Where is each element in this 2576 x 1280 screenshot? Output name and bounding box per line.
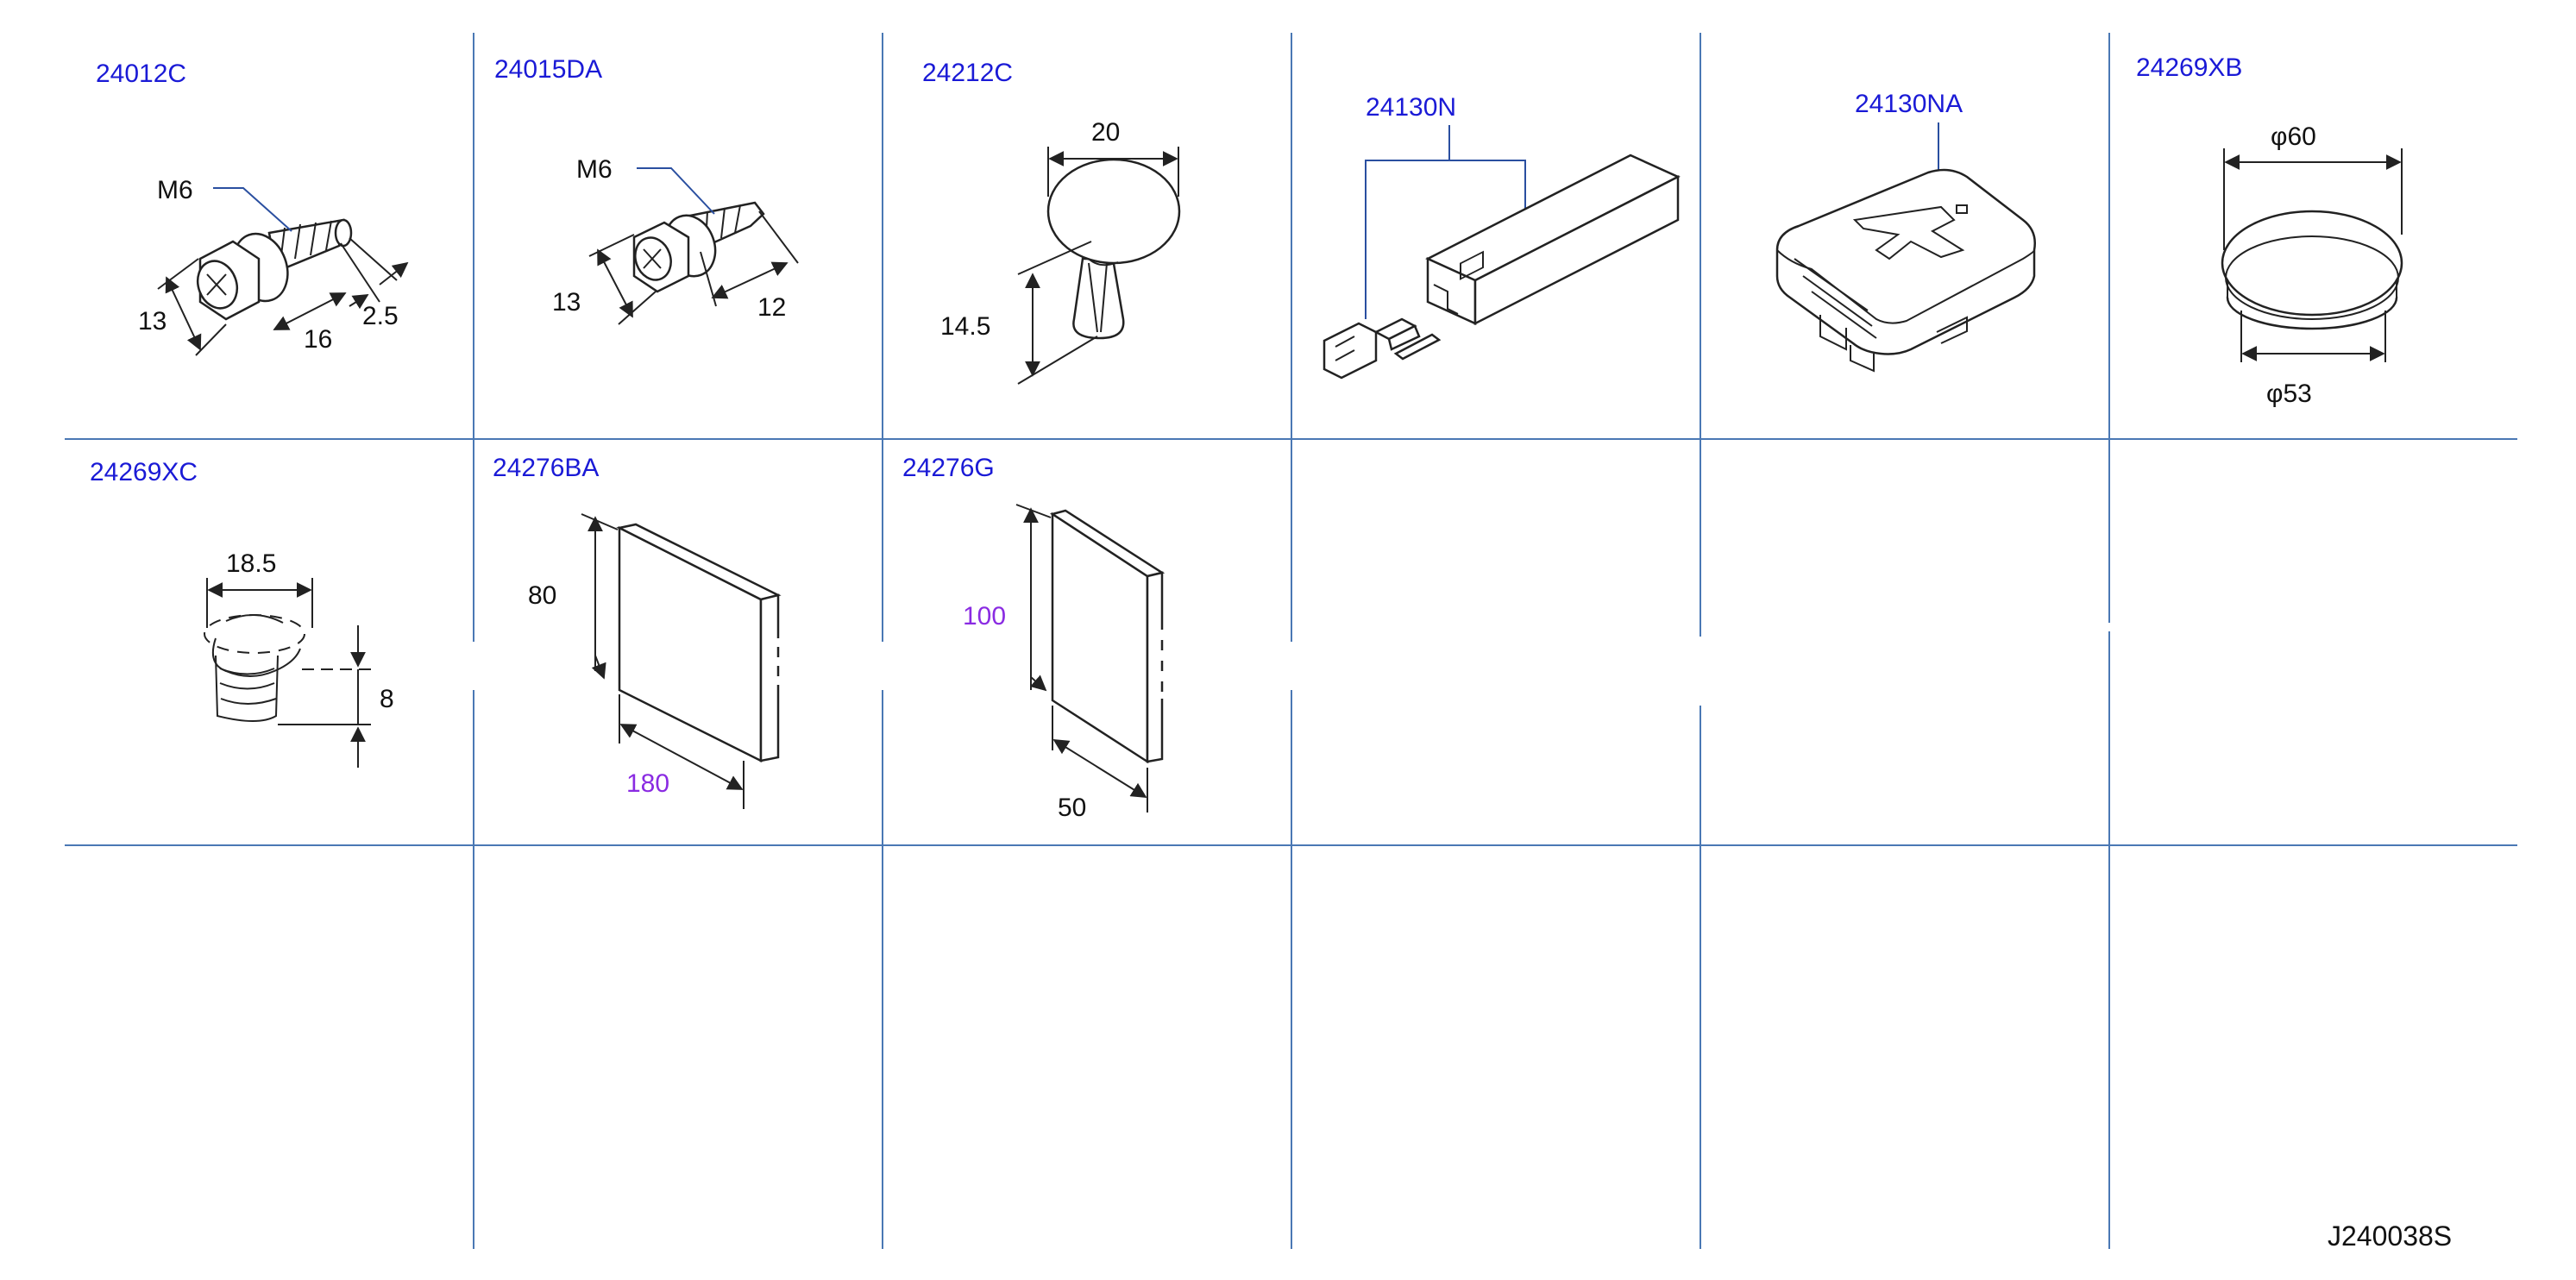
dim-height: 100 (963, 602, 1006, 631)
dim-height: 14.5 (940, 312, 990, 341)
part-code: 24269XC (90, 458, 198, 486)
part-code: 24015DA (494, 55, 602, 84)
connector-block-drawing (1775, 168, 2036, 373)
dim-pitch: 2.5 (362, 302, 399, 330)
dim-height: 80 (528, 581, 556, 610)
part-24012C: 24012C M6 13 16 2.5 (96, 60, 409, 356)
dim-length: 180 (626, 769, 669, 798)
dim-diameter: 18.5 (226, 549, 276, 578)
dim-outer-diameter: φ60 (2271, 122, 2316, 151)
clip-drawing (1046, 158, 1181, 340)
part-24130NA: 24130NA (1775, 90, 2036, 373)
part-code: 24276BA (493, 454, 599, 482)
drawing-reference-code: J240038S (2328, 1220, 2452, 1252)
part-24269XB: 24269XB φ60 φ53 (2136, 53, 2403, 408)
part-code: 24130NA (1855, 90, 1963, 118)
dim-thread: M6 (157, 176, 193, 204)
part-24130N: 24130N (1323, 93, 1681, 380)
part-24212C: 24212C 20 14.5 (922, 59, 1181, 385)
pad-drawing (616, 523, 782, 763)
dim-head: 13 (552, 288, 581, 317)
dim-length: 12 (757, 293, 786, 322)
grid-lines (65, 33, 2517, 1249)
dim-width: 20 (1091, 118, 1120, 147)
dim-inner-diameter: φ53 (2266, 380, 2312, 408)
part-code: 24130N (1366, 93, 1456, 122)
part-code: 24269XB (2136, 53, 2242, 82)
stud-drawing (632, 201, 765, 293)
part-code: 24212C (922, 59, 1013, 87)
part-code: 24276G (902, 454, 995, 482)
part-24269XC: 24269XC 18.5 8 (90, 458, 394, 768)
part-24015DA: 24015DA M6 13 12 (494, 55, 799, 325)
bolt-drawing (196, 218, 353, 321)
terminal-plug-drawing (1323, 317, 1442, 380)
grommet-drawing (204, 613, 305, 722)
part-code: 24012C (96, 60, 186, 88)
pad-drawing (1049, 509, 1165, 764)
plug-drawing (2221, 210, 2403, 330)
dim-head: 13 (138, 307, 166, 336)
part-24276BA: 24276BA 80 180 (493, 454, 782, 809)
dim-height: 8 (380, 685, 394, 713)
dim-thread: M6 (576, 155, 613, 184)
dim-length: 16 (304, 325, 332, 354)
connector-housing-drawing (1425, 154, 1681, 326)
dim-width: 50 (1058, 794, 1086, 822)
part-24276G: 24276G 100 50 (902, 454, 1165, 822)
